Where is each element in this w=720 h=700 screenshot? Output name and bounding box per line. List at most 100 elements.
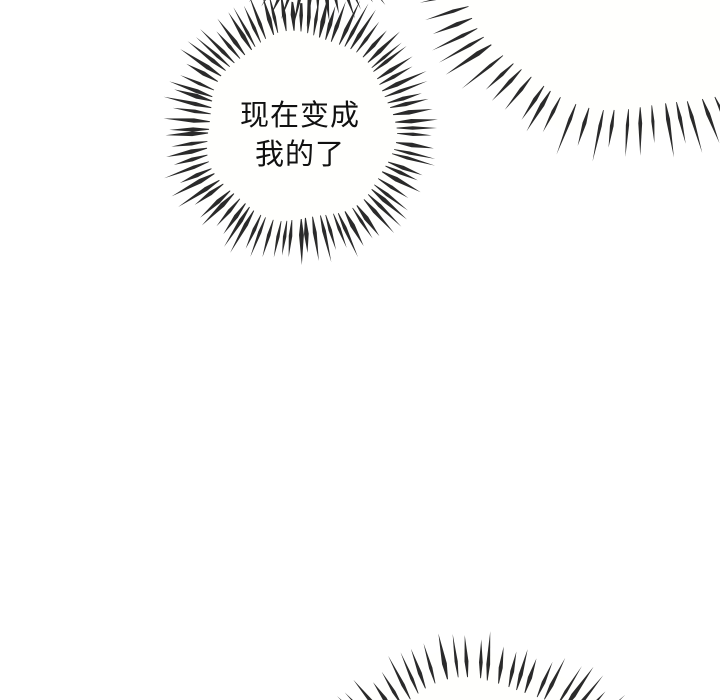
bubble-spike — [173, 154, 208, 165]
bubble-spike — [381, 171, 421, 193]
bubble-spike — [385, 165, 418, 181]
bubble-spikes — [419, 0, 720, 162]
bubble-spike — [581, 675, 604, 700]
bubble-spike — [201, 193, 235, 226]
bubble-spike — [228, 12, 253, 51]
main-bubble-text: 现在变成 我的了 — [239, 98, 360, 172]
bubble-spike — [180, 75, 215, 91]
bubble-spike — [438, 633, 449, 680]
bubble-body — [183, 6, 422, 245]
bubble-spike — [391, 153, 435, 166]
bubble-spike — [556, 103, 577, 155]
bubble-spike — [299, 219, 304, 266]
bubble-spike — [262, 219, 274, 258]
bubble-spike — [516, 649, 528, 691]
bubble-spike — [186, 63, 218, 82]
bubble-spike — [394, 149, 436, 159]
bubbles-layer — [163, 0, 720, 700]
bubble-spike — [179, 168, 212, 184]
bubble-spike — [273, 220, 282, 258]
bubble-spike — [344, 692, 353, 700]
bubble-spike — [380, 0, 386, 6]
bubble-spike — [464, 634, 469, 678]
bubble-spike — [381, 70, 427, 92]
bubble-spike — [367, 31, 400, 63]
upper-right-speech-bubble — [419, 0, 720, 162]
bubble-spike — [388, 655, 411, 700]
bubble-spike — [596, 691, 606, 700]
bubble-spike — [461, 55, 504, 89]
bubble-spike — [377, 178, 409, 199]
bubble-spike — [376, 56, 413, 80]
bubble-spikes — [248, 0, 386, 27]
bubble-spike — [686, 101, 703, 153]
bubble-spike — [651, 105, 655, 144]
bubble-spike — [216, 198, 241, 227]
bubble-spike — [498, 646, 504, 684]
bubble-spike — [280, 0, 287, 32]
bubble-spike — [352, 207, 373, 239]
bubble-spike — [384, 81, 428, 98]
bubble-spikes — [163, 0, 438, 266]
bubble-spike — [306, 0, 312, 27]
bubble-spike — [248, 0, 252, 3]
bubble-spike — [194, 183, 224, 205]
bubble-spike — [243, 5, 262, 43]
bubble-spike — [371, 42, 402, 68]
bubble-spike — [423, 643, 436, 684]
bubble-spike — [524, 658, 537, 694]
bubble-spike — [356, 21, 380, 53]
bubble-spike — [371, 0, 373, 3]
bubble-spike — [163, 118, 210, 123]
bubble-spike — [373, 46, 407, 72]
bubble-spike — [559, 666, 582, 700]
bubble-spike — [171, 173, 215, 197]
bubble-spike — [233, 7, 256, 47]
bubble-spike — [223, 203, 246, 235]
bubble-spike — [363, 199, 395, 234]
bubble-spike — [410, 648, 426, 689]
bubble-spike — [174, 89, 213, 102]
bubble-spike — [178, 179, 220, 207]
bubble-spike — [396, 126, 438, 130]
bubble-spike — [163, 96, 212, 109]
bubble-spike — [250, 0, 267, 39]
bubble-spike — [337, 213, 358, 258]
bubble-spike — [245, 214, 262, 249]
bubble-spike — [346, 0, 356, 19]
bubble-spike — [665, 103, 674, 158]
bubble-spike — [486, 631, 491, 681]
bubble-spike — [367, 194, 402, 227]
bubble-spike — [445, 44, 492, 75]
bubble-spike — [397, 132, 432, 136]
bubble-spike — [625, 109, 630, 157]
bubble-spike — [200, 28, 235, 64]
bubble-spike — [195, 37, 231, 67]
bubble-spike — [293, 0, 301, 27]
bubble-spike — [304, 217, 309, 253]
bubble-spike — [676, 101, 686, 144]
bubble-spike — [371, 188, 407, 220]
bubble-spike — [318, 0, 328, 38]
bubble-spike — [362, 30, 387, 58]
bubble-spike — [200, 190, 231, 218]
main-speech-bubble — [163, 0, 438, 266]
bubble-spike — [263, 0, 275, 35]
bubble-spike — [169, 81, 213, 98]
bubble-spike — [216, 31, 241, 59]
bubble-spike — [230, 210, 255, 253]
bubble-spike — [325, 214, 337, 250]
bubble-spike — [187, 41, 226, 71]
bubble-spike — [432, 28, 478, 51]
bubble-spike — [542, 97, 561, 133]
bubble-spike — [568, 666, 594, 700]
bubble-spike — [521, 85, 545, 120]
bubble-spike — [392, 108, 433, 116]
bubble-spike — [536, 661, 553, 698]
bubble-body — [437, 0, 720, 139]
bubble-spike — [438, 36, 484, 63]
bubble-spike — [395, 142, 434, 149]
bubble-spike — [217, 18, 246, 56]
bubble-spike — [338, 0, 361, 45]
bottom-speech-bubble — [337, 631, 626, 700]
